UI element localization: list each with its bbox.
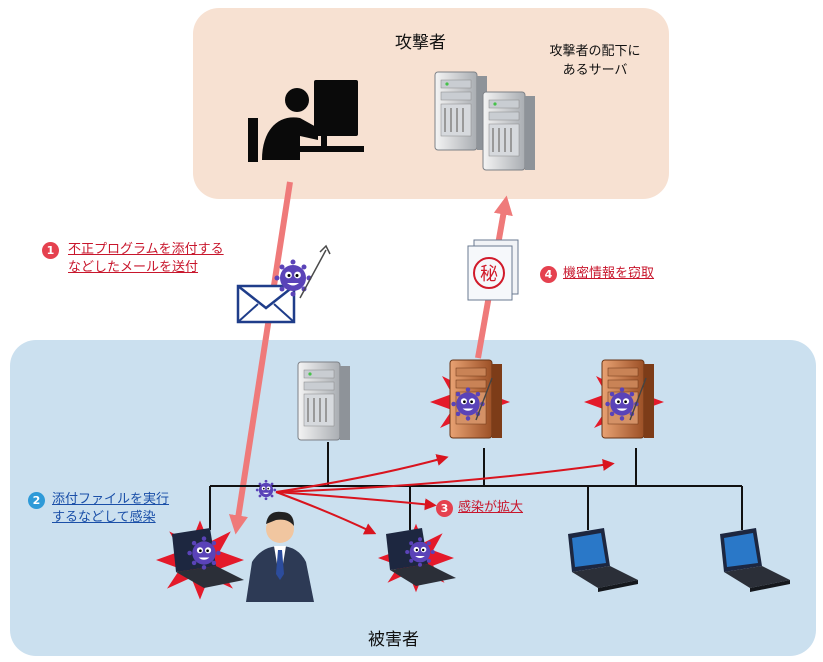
attacker-person-icon <box>248 80 364 162</box>
step-4-label: 機密情報を窃取 <box>563 266 655 281</box>
step-2-label: 添付ファイルを実行 するなどして感染 <box>52 491 169 527</box>
attacker-server-note-line1: 攻撃者の配下に <box>549 44 641 59</box>
step-1-line1: 不正プログラムを添付する <box>68 242 224 257</box>
attacker-title: 攻撃者 <box>395 33 446 53</box>
secret-document-icon: 秘 <box>467 239 519 301</box>
network-lan <box>209 442 743 530</box>
infected-laptop-1 <box>156 520 244 600</box>
step-2-line2: するなどして感染 <box>52 510 156 525</box>
businessman-icon <box>246 511 314 602</box>
step-2-number: 2 <box>28 492 45 509</box>
infection-arrows <box>275 454 615 535</box>
attacker-server-note-line2: あるサーバ <box>562 63 628 78</box>
flow-arrow-send-mail <box>228 181 293 535</box>
infected-laptop-2 <box>378 523 456 593</box>
victim-zone <box>10 340 816 656</box>
laptop-icon <box>568 528 638 592</box>
victim-title: 被害者 <box>368 630 419 650</box>
step-3-number: 3 <box>436 500 453 517</box>
step-3-label: 感染が拡大 <box>458 500 524 515</box>
attacker-zone <box>193 8 669 199</box>
infected-server-2 <box>584 359 664 439</box>
step-2-line1: 添付ファイルを実行 <box>52 492 170 507</box>
step-4-number: 4 <box>540 266 557 283</box>
clean-server-icon <box>297 361 351 441</box>
step-1-line2: などしたメールを送付 <box>68 260 199 275</box>
virus-with-trident-icon <box>274 244 331 299</box>
attacker-server-note: 攻撃者の配下に あるサーバ <box>540 42 650 80</box>
attacker-server-icon <box>434 71 536 171</box>
laptop-icon <box>720 528 790 592</box>
spreading-virus-icon <box>255 479 277 501</box>
step-1-number: 1 <box>42 242 59 259</box>
infected-server-1 <box>430 359 510 439</box>
secret-mark: 秘 <box>480 264 498 285</box>
step-1-label: 不正プログラムを添付する などしたメールを送付 <box>68 241 224 277</box>
envelope-icon <box>236 284 296 324</box>
